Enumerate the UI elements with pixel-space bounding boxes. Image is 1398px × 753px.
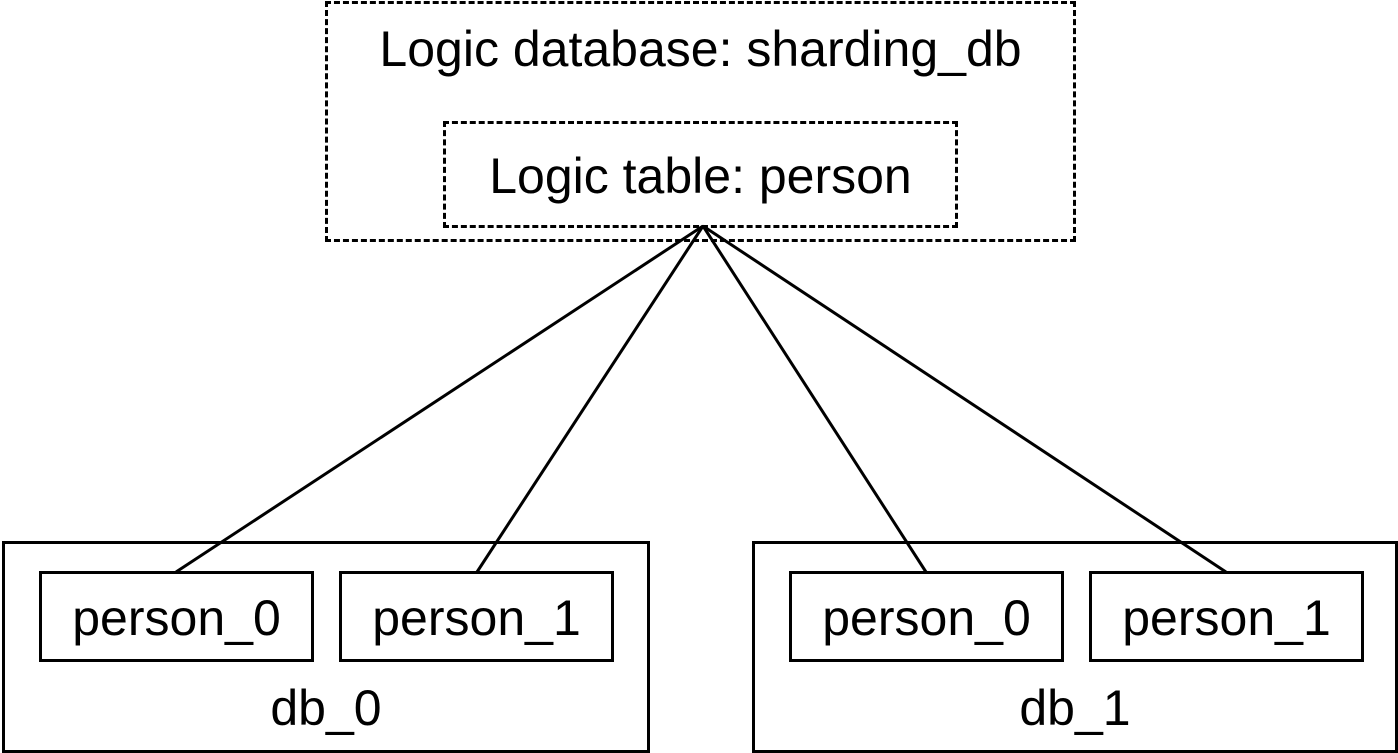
table-box-db1-person1: [1089, 571, 1364, 662]
table-box-db0-person1: [339, 571, 614, 662]
link-db1-person1: [702, 224, 1227, 574]
database-label-db0: db_0: [270, 680, 382, 736]
logic-database-label: Logic database: sharding_db: [379, 21, 1022, 77]
table-label-db0-person0: person_0: [72, 590, 281, 646]
database-box-db1: [752, 541, 1398, 753]
logic-table-label: Logic table: person: [489, 148, 912, 204]
link-db1-person0: [701, 225, 928, 573]
table-box-db1-person0: [789, 571, 1064, 662]
logic-database-box: [325, 1, 1076, 242]
table-label-db1-person1: person_1: [1122, 590, 1331, 646]
link-db0-person1: [475, 225, 705, 573]
database-label-db1: db_1: [1019, 680, 1131, 736]
database-box-db0: [2, 541, 650, 753]
table-label-db0-person1: person_1: [372, 590, 581, 646]
link-db0-person0: [175, 224, 704, 574]
table-label-db1-person0: person_0: [822, 590, 1031, 646]
table-box-db0-person0: [39, 571, 314, 662]
logic-table-box: [443, 121, 958, 228]
